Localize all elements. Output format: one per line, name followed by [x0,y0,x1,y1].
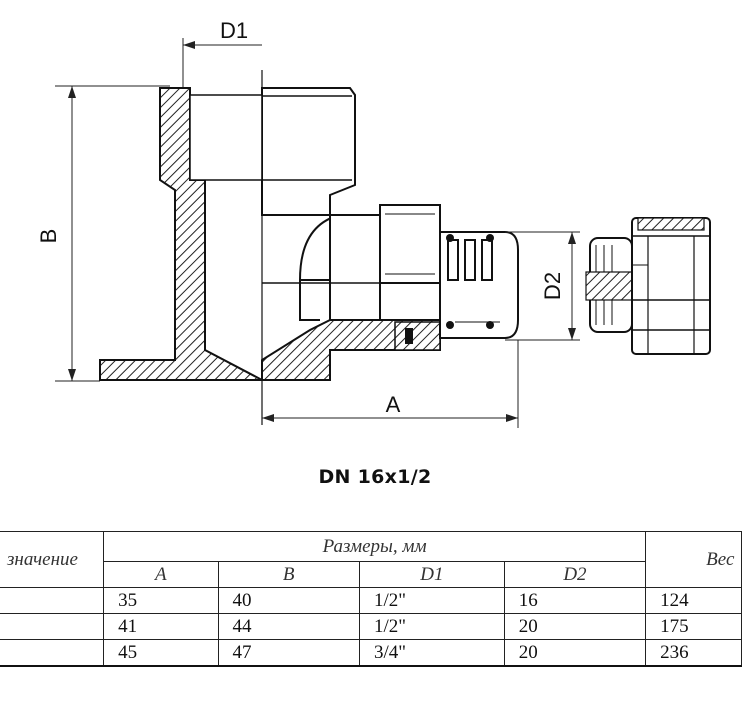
table-subheader-row: A B D1 D2 [0,561,742,588]
dimension-a: A [262,340,519,428]
row-label [0,613,105,640]
header-dims: Размеры, мм [103,531,647,562]
cell-d2: 20 [503,613,647,640]
fitting-body [99,70,519,425]
column-header-a: A [103,561,219,588]
cell-weight: 175 [645,613,742,640]
cell-a: 41 [103,613,219,640]
cell-d1: 3/4" [358,639,505,667]
model-caption: DN 16x1/2 [318,466,432,488]
cell-weight: 236 [645,639,742,667]
cell-d2: 20 [503,639,647,667]
dimension-label-b: B [36,229,61,244]
dimension-label-d2: D2 [540,272,565,300]
spec-table: значение Размеры, мм Вес A B D1 D2 35 40… [0,531,742,667]
row-label [0,587,105,614]
header-left: значение [0,531,105,588]
compression-nut [585,217,711,355]
cell-b: 44 [217,613,360,640]
cell-d1: 1/2" [358,613,505,640]
fitting-drawing: D1 B [36,18,711,428]
cell-d1: 1/2" [358,587,505,614]
dimension-label-a: A [386,392,401,417]
cell-d2: 16 [503,587,647,614]
column-header-d2: D2 [503,561,647,588]
dimension-d1: D1 [182,18,262,100]
table-row: 45 47 3/4" 20 236 [0,639,742,667]
cell-b: 40 [217,587,360,614]
table-row: 35 40 1/2" 16 124 [0,587,742,614]
cell-a: 35 [103,587,219,614]
column-header-d1: D1 [358,561,505,588]
cell-weight: 124 [645,587,742,614]
table-header-row: значение Размеры, мм Вес [0,531,742,588]
cell-a: 45 [103,639,219,667]
dimension-label-d1: D1 [220,18,248,43]
header-right: Вес [645,531,742,588]
table-row: 41 44 1/2" 20 175 [0,613,742,640]
dimension-b: B [36,85,170,382]
cell-b: 47 [217,639,360,667]
dimension-d2: D2 [505,231,580,341]
column-header-b: B [217,561,360,588]
row-label [0,639,105,667]
